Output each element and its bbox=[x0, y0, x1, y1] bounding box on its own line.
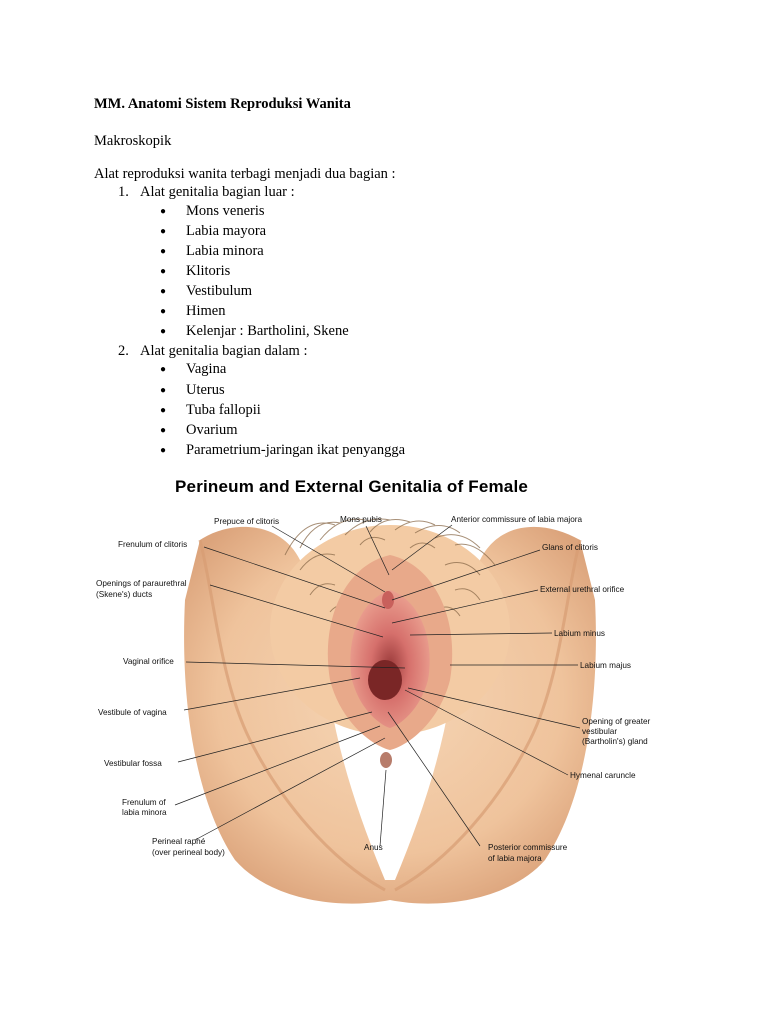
figure-title: Perineum and External Genitalia of Femal… bbox=[175, 477, 529, 496]
list-item: Labia mayora bbox=[186, 223, 267, 239]
section-heading: Alat genitalia bagian luar : bbox=[140, 184, 295, 200]
label-vaginal-orifice: Vaginal orifice bbox=[123, 657, 174, 666]
anus bbox=[380, 752, 392, 768]
label-frenulum-labia-2: labia minora bbox=[122, 808, 167, 817]
list-item: Klitoris bbox=[186, 263, 231, 279]
label-frenulum-clitoris: Frenulum of clitoris bbox=[118, 540, 187, 549]
label-paraurethral-1: Openings of paraurethral bbox=[96, 579, 187, 588]
label-posterior-1: Posterior commissure bbox=[488, 843, 568, 852]
label-urethral: External urethral orifice bbox=[540, 585, 625, 594]
label-mons: Mons pubis bbox=[340, 515, 382, 524]
bullet-icon: ● bbox=[160, 364, 167, 375]
list-item: Uterus bbox=[186, 382, 225, 398]
list-item: Mons veneris bbox=[186, 203, 265, 219]
bullet-icon: ● bbox=[160, 306, 167, 317]
label-frenulum-labia-1: Frenulum of bbox=[122, 798, 166, 807]
label-paraurethral-2: (Skene's) ducts bbox=[96, 590, 152, 599]
intro-text: Alat reproduksi wanita terbagi menjadi d… bbox=[94, 166, 396, 182]
bullet-icon: ● bbox=[160, 266, 167, 277]
document-subtitle: Makroskopik bbox=[94, 133, 172, 149]
bullet-icon: ● bbox=[160, 206, 167, 217]
section-heading: Alat genitalia bagian dalam : bbox=[140, 343, 308, 359]
label-prepuce: Prepuce of clitoris bbox=[214, 517, 279, 526]
label-anus: Anus bbox=[364, 843, 383, 852]
bullet-icon: ● bbox=[160, 425, 167, 436]
leader-lines bbox=[174, 524, 581, 847]
list-item: Tuba fallopii bbox=[186, 402, 261, 418]
list-item: Ovarium bbox=[186, 422, 238, 438]
section-number: 1. bbox=[118, 184, 129, 200]
bullet-icon: ● bbox=[160, 326, 167, 337]
label-greater-vestibular-3: (Bartholin's) gland bbox=[582, 737, 648, 746]
figure-labels: Prepuce of clitoris Mons pubis Anterior … bbox=[96, 515, 651, 863]
vaginal-orifice bbox=[368, 660, 402, 700]
label-vestibule: Vestibule of vagina bbox=[98, 708, 167, 717]
bullet-icon: ● bbox=[160, 385, 167, 396]
label-perineal-1: Perineal raphé bbox=[152, 837, 206, 846]
bullet-icon: ● bbox=[160, 405, 167, 416]
bullet-icon: ● bbox=[160, 445, 167, 456]
label-anterior-commissure: Anterior commissure of labia majora bbox=[451, 515, 582, 524]
list-item: Vestibulum bbox=[186, 283, 253, 299]
clitoris bbox=[382, 591, 394, 609]
label-hymenal: Hymenal caruncle bbox=[570, 771, 636, 780]
pubic-hair bbox=[284, 518, 496, 617]
label-greater-vestibular-2: vestibular bbox=[582, 727, 617, 736]
label-labium-minus: Labium minus bbox=[554, 629, 605, 638]
document-title: MM. Anatomi Sistem Reproduksi Wanita bbox=[94, 96, 351, 112]
label-greater-vestibular-1: Opening of greater bbox=[582, 717, 651, 726]
list-item: Parametrium-jaringan ikat penyangga bbox=[186, 442, 406, 458]
label-perineal-2: (over perineal body) bbox=[152, 848, 225, 857]
section-number: 2. bbox=[118, 343, 129, 359]
label-vestibular-fossa: Vestibular fossa bbox=[104, 759, 162, 768]
list-item: Himen bbox=[186, 303, 226, 319]
bullet-icon: ● bbox=[160, 286, 167, 297]
list-item: Kelenjar : Bartholini, Skene bbox=[186, 323, 349, 339]
bullet-icon: ● bbox=[160, 226, 167, 237]
bullet-icon: ● bbox=[160, 246, 167, 257]
list-item: Labia minora bbox=[186, 243, 264, 259]
list-item: Vagina bbox=[186, 361, 227, 377]
label-labium-majus: Labium majus bbox=[580, 661, 631, 670]
labia-minora bbox=[350, 590, 430, 728]
label-glans: Glans of clitoris bbox=[542, 543, 598, 552]
label-posterior-2: of labia majora bbox=[488, 854, 542, 863]
